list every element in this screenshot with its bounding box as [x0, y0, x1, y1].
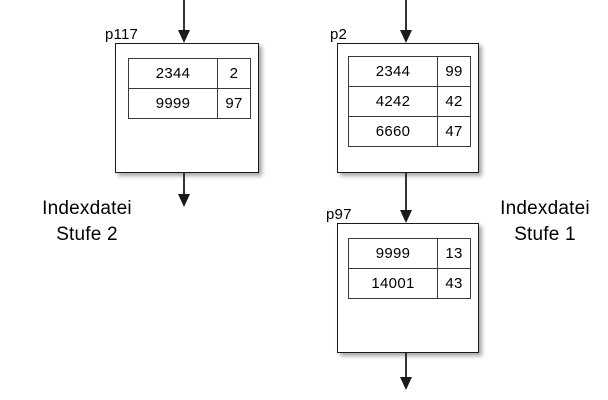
table-row: 4242 42	[348, 86, 471, 117]
entry-key: 9999	[348, 238, 438, 269]
arrow-from-p97	[397, 353, 415, 390]
entry-key: 4242	[348, 86, 438, 117]
arrow-head	[178, 194, 190, 207]
caption-right: Indexdatei Stufe 1	[490, 196, 600, 247]
entry-value: 99	[437, 56, 471, 87]
entry-key: 2344	[128, 58, 218, 89]
entry-key: 9999	[128, 88, 218, 119]
caption-right-line1: Indexdatei	[500, 198, 590, 219]
arrow-head	[400, 377, 412, 390]
caption-right-line2: Stufe 1	[514, 223, 576, 245]
entry-key: 2344	[348, 56, 438, 87]
entry-key: 6660	[348, 116, 438, 147]
table-row: 14001 43	[348, 268, 471, 299]
arrow-head	[400, 30, 412, 43]
table-row: 2344 99	[348, 56, 471, 87]
entry-table-p97: 9999 13 14001 43	[348, 238, 471, 299]
arrow-shaft	[405, 353, 407, 378]
entry-table-p2: 2344 99 4242 42 6660 47	[348, 56, 471, 147]
entry-table-p117: 2344 2 9999 97	[128, 58, 251, 119]
entry-value: 42	[437, 86, 471, 117]
arrow-from-p117	[175, 173, 193, 207]
arrow-shaft	[405, 0, 407, 31]
arrow-into-p117	[175, 0, 193, 43]
arrow-head	[400, 210, 412, 223]
entry-value: 2	[217, 58, 251, 89]
block-label-p2: p2	[330, 26, 348, 43]
block-label-p97: p97	[326, 206, 352, 223]
arrow-shaft	[405, 173, 407, 211]
table-row: 9999 13	[348, 238, 471, 269]
block-label-p117: p117	[105, 26, 139, 43]
caption-left-line1: Indexdatei	[42, 198, 132, 219]
table-row: 9999 97	[128, 88, 251, 119]
table-row: 6660 47	[348, 116, 471, 147]
entry-value: 47	[437, 116, 471, 147]
arrow-p2-to-p97	[397, 173, 415, 223]
entry-value: 97	[217, 88, 251, 119]
entry-value: 13	[437, 238, 471, 269]
entry-key: 14001	[348, 268, 438, 299]
table-row: 2344 2	[128, 58, 251, 89]
arrow-into-p2	[397, 0, 415, 43]
entry-value: 43	[437, 268, 471, 299]
arrow-head	[178, 30, 190, 43]
arrow-shaft	[183, 0, 185, 31]
caption-left-line2: Stufe 2	[56, 223, 118, 245]
caption-left: Indexdatei Stufe 2	[17, 196, 157, 247]
arrow-shaft	[183, 173, 185, 195]
